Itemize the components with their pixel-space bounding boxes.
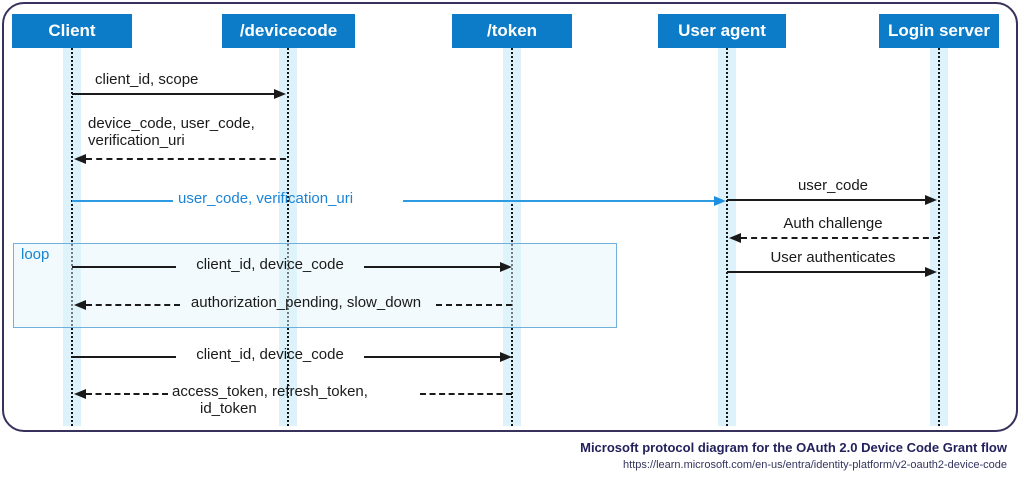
arrowhead-right-icon bbox=[925, 195, 937, 205]
message-line bbox=[72, 266, 176, 268]
actor-box-token: /token bbox=[452, 14, 572, 48]
arrowhead-left-icon bbox=[74, 300, 86, 310]
message-line bbox=[86, 304, 180, 306]
lifeline-client bbox=[71, 48, 73, 426]
message-label: client_id, scope bbox=[95, 71, 199, 88]
lifeline-devicecode bbox=[287, 48, 289, 426]
actor-label: Client bbox=[48, 21, 96, 40]
message-label: client_id, device_code bbox=[196, 256, 344, 273]
message-line bbox=[86, 158, 286, 160]
message-label: User authenticates bbox=[770, 249, 896, 266]
message-line bbox=[741, 237, 939, 239]
lifeline-user-agent bbox=[726, 48, 728, 426]
message-line bbox=[420, 393, 512, 395]
arrowhead-left-icon bbox=[74, 389, 86, 399]
arrowhead-right-icon bbox=[714, 196, 726, 206]
message-label: client_id, device_code bbox=[196, 346, 344, 363]
message-label: access_token, refresh_token, id_token bbox=[172, 383, 368, 417]
caption-title: Microsoft protocol diagram for the OAuth… bbox=[580, 440, 1007, 455]
message-label: user_code bbox=[797, 177, 869, 194]
message-label: user_code, verification_uri bbox=[178, 190, 354, 207]
label-line-1: access_token, refresh_token, bbox=[172, 383, 368, 400]
message-line bbox=[72, 93, 274, 95]
arrowhead-left-icon bbox=[74, 154, 86, 164]
message-line bbox=[364, 356, 500, 358]
message-line bbox=[86, 393, 168, 395]
message-line bbox=[727, 271, 925, 273]
lifeline-login-server bbox=[938, 48, 940, 426]
arrowhead-right-icon bbox=[274, 89, 286, 99]
message-label: Auth challenge bbox=[783, 215, 883, 232]
message-line bbox=[364, 266, 500, 268]
lifeline-token bbox=[511, 48, 513, 426]
message-line bbox=[436, 304, 512, 306]
message-line bbox=[72, 356, 176, 358]
loop-label: loop bbox=[21, 246, 50, 263]
label-line-1: device_code, user_code, bbox=[88, 115, 255, 132]
arrowhead-right-icon bbox=[500, 262, 512, 272]
message-line bbox=[72, 200, 173, 202]
message-line bbox=[727, 199, 925, 201]
message-line bbox=[403, 200, 715, 202]
arrowhead-right-icon bbox=[500, 352, 512, 362]
arrowhead-left-icon bbox=[729, 233, 741, 243]
actor-label: Login server bbox=[887, 21, 991, 40]
label-line-2: verification_uri bbox=[88, 132, 185, 149]
actor-box-user-agent: User agent bbox=[658, 14, 786, 48]
label-line-2: id_token bbox=[200, 400, 257, 417]
actor-label: /token bbox=[486, 21, 538, 40]
actor-box-login-server: Login server bbox=[879, 14, 999, 48]
actor-label: User agent bbox=[678, 21, 766, 40]
actor-box-devicecode: /devicecode bbox=[222, 14, 355, 48]
actor-box-client: Client bbox=[12, 14, 132, 48]
arrowhead-right-icon bbox=[925, 267, 937, 277]
message-label: device_code, user_code, verification_uri bbox=[88, 115, 255, 149]
actor-label: /devicecode bbox=[239, 21, 338, 40]
message-label: authorization_pending, slow_down bbox=[190, 294, 422, 311]
loop-fragment-box bbox=[13, 243, 617, 328]
caption-url: https://learn.microsoft.com/en-us/entra/… bbox=[623, 459, 1007, 471]
